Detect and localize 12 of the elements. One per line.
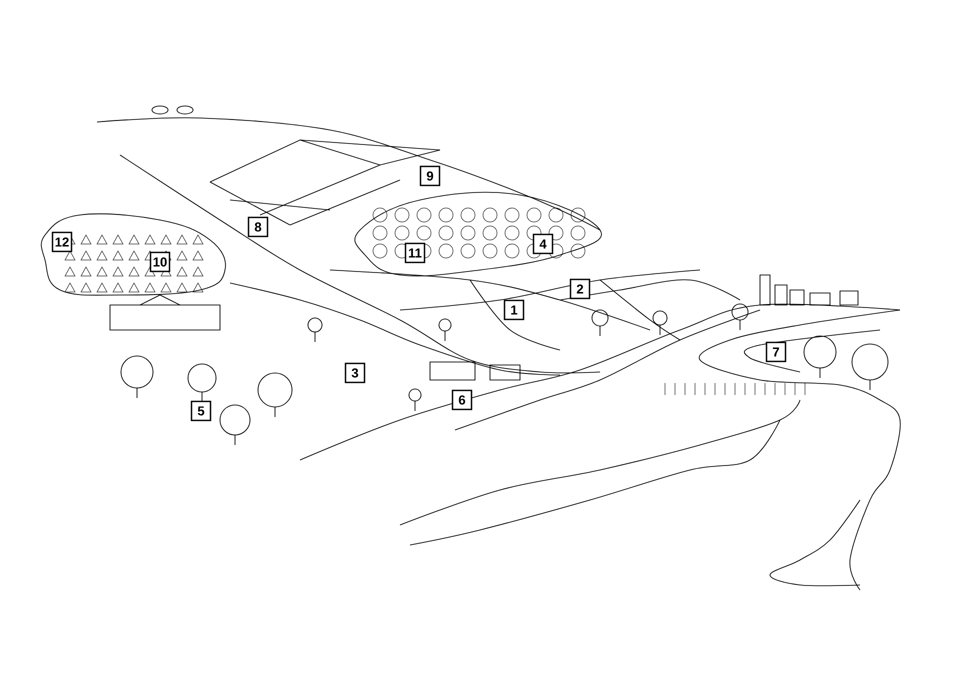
callout-number: 10 [150,252,170,272]
callout-number: 8 [248,216,268,238]
callout-number: 9 [420,166,440,186]
callout-number: 7 [766,342,786,362]
callout-number: 12 [52,232,72,252]
callout-number: 11 [404,242,426,264]
callout-number: 6 [452,390,472,410]
callout-number: 3 [344,362,366,384]
callout-number: 4 [532,234,554,254]
callout-number: 1 [504,300,524,320]
callout-number: 5 [190,400,212,422]
callout-number: 2 [570,278,590,300]
